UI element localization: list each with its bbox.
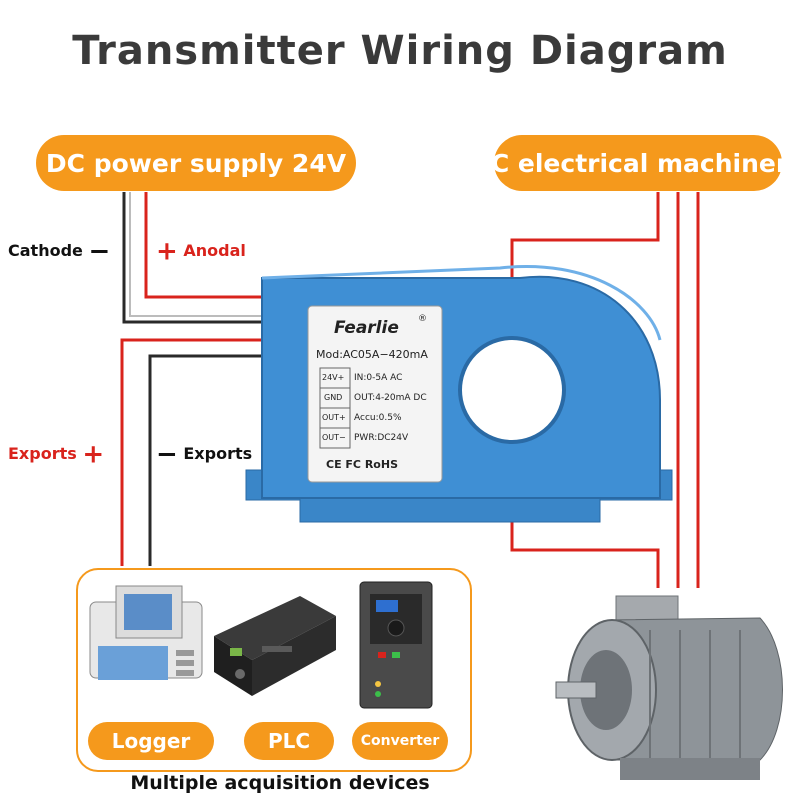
minus-sign: −: [156, 439, 178, 470]
plc-device: [214, 596, 336, 696]
anodal-label: + Anodal: [156, 236, 246, 267]
transmitter-device: [245, 265, 673, 523]
ac-motor: [555, 595, 783, 780]
exports-plus-label: Exports +: [8, 439, 105, 470]
terminal-label: OUT−: [322, 433, 346, 442]
brand-name: Fearlie: [334, 318, 399, 338]
spec-line: OUT:4-20mA DC: [354, 393, 427, 403]
ac-machinery-badge: AC electrical machinery: [472, 135, 800, 191]
converter-device: [359, 581, 433, 709]
acquisition-footer: Multiple acquisition devices: [130, 772, 430, 794]
terminal-label: GND: [324, 393, 343, 402]
exports-minus-wire: [148, 354, 270, 566]
certification-marks: CE FC RoHS: [326, 458, 398, 471]
cathode-wire-outline: [129, 192, 270, 317]
diagram-title: Transmitter Wiring Diagram: [72, 28, 728, 74]
spec-line: Accu:0.5%: [354, 413, 402, 423]
cathode-label: Cathode −: [8, 236, 111, 267]
terminal-label: OUT+: [322, 413, 346, 422]
plus-sign: +: [156, 236, 178, 267]
plus-sign: +: [82, 439, 105, 470]
anodal-wire: [144, 192, 270, 299]
plc-badge: PLC: [244, 722, 334, 760]
cathode-wire: [122, 192, 270, 324]
spec-line: PWR:DC24V: [354, 433, 409, 443]
logger-device: [89, 585, 203, 680]
converter-badge: Converter: [352, 722, 448, 760]
exports-minus-label: − Exports: [156, 439, 253, 470]
registered-mark: ®: [418, 314, 427, 324]
minus-sign: −: [88, 236, 111, 267]
logger-badge: Logger: [88, 722, 214, 760]
dc-power-supply-badge: DC power supply 24V: [36, 135, 356, 191]
exports-plus-wire: [120, 338, 270, 566]
model-number: Mod:AC05A−420mA: [316, 348, 428, 361]
spec-line: IN:0-5A AC: [354, 373, 403, 383]
terminal-label: 24V+: [322, 373, 345, 382]
acquisition-devices-panel: [76, 568, 472, 772]
